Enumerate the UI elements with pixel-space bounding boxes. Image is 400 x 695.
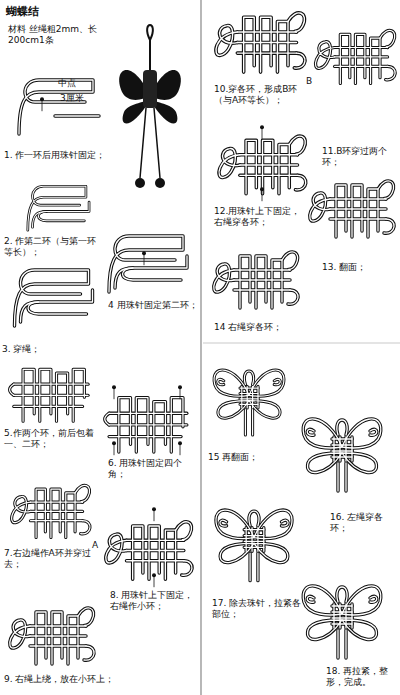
step-caption: 8. 用珠针上下固定，右绳作小环；: [110, 590, 198, 613]
step-caption: 18. 再拉紧，整形，完成。: [326, 666, 398, 689]
step-caption: 1. 作一环后用珠针固定；: [4, 150, 116, 161]
step-caption: 12.用珠针上下固定，右绳穿各环；: [214, 206, 309, 229]
title: 蝴蝶结: [6, 4, 39, 19]
step-caption: 11.B环穿过两个环；: [322, 146, 398, 169]
step-caption: 7.右边绳作A环并穿过去；: [4, 548, 99, 571]
step-caption: 3. 穿绳；: [2, 344, 62, 355]
step-caption: 17. 除去珠针，拉紧各部位；: [212, 598, 302, 621]
step-caption: 2. 作第二环（与第一环等长）；: [4, 236, 104, 259]
step-caption: 5.作两个环，前后包着一、二环；: [4, 428, 96, 451]
step-caption: 15 再翻面；: [208, 452, 288, 463]
step-caption: 中点: [58, 78, 88, 89]
step-caption: 6. 用珠针固定四个角；: [108, 458, 193, 481]
step-caption: 10.穿各环，形成B环（与A环等长）；: [214, 84, 314, 107]
step-caption: A: [92, 540, 102, 551]
step-caption: 9. 右绳上绕，放在小环上；: [4, 674, 116, 685]
step-caption: 14 右绳穿各环；: [214, 322, 304, 333]
step-caption: B: [306, 76, 316, 87]
step-caption: 4 用珠针固定第二环；: [108, 300, 198, 311]
step-caption: 3厘米: [60, 93, 92, 104]
step-caption: 13. 翻面；: [322, 262, 392, 273]
step-caption: 16. 左绳穿各环；: [330, 512, 398, 535]
step-caption: 材料 丝绳粗2mm、长 200cm1条: [8, 24, 108, 47]
